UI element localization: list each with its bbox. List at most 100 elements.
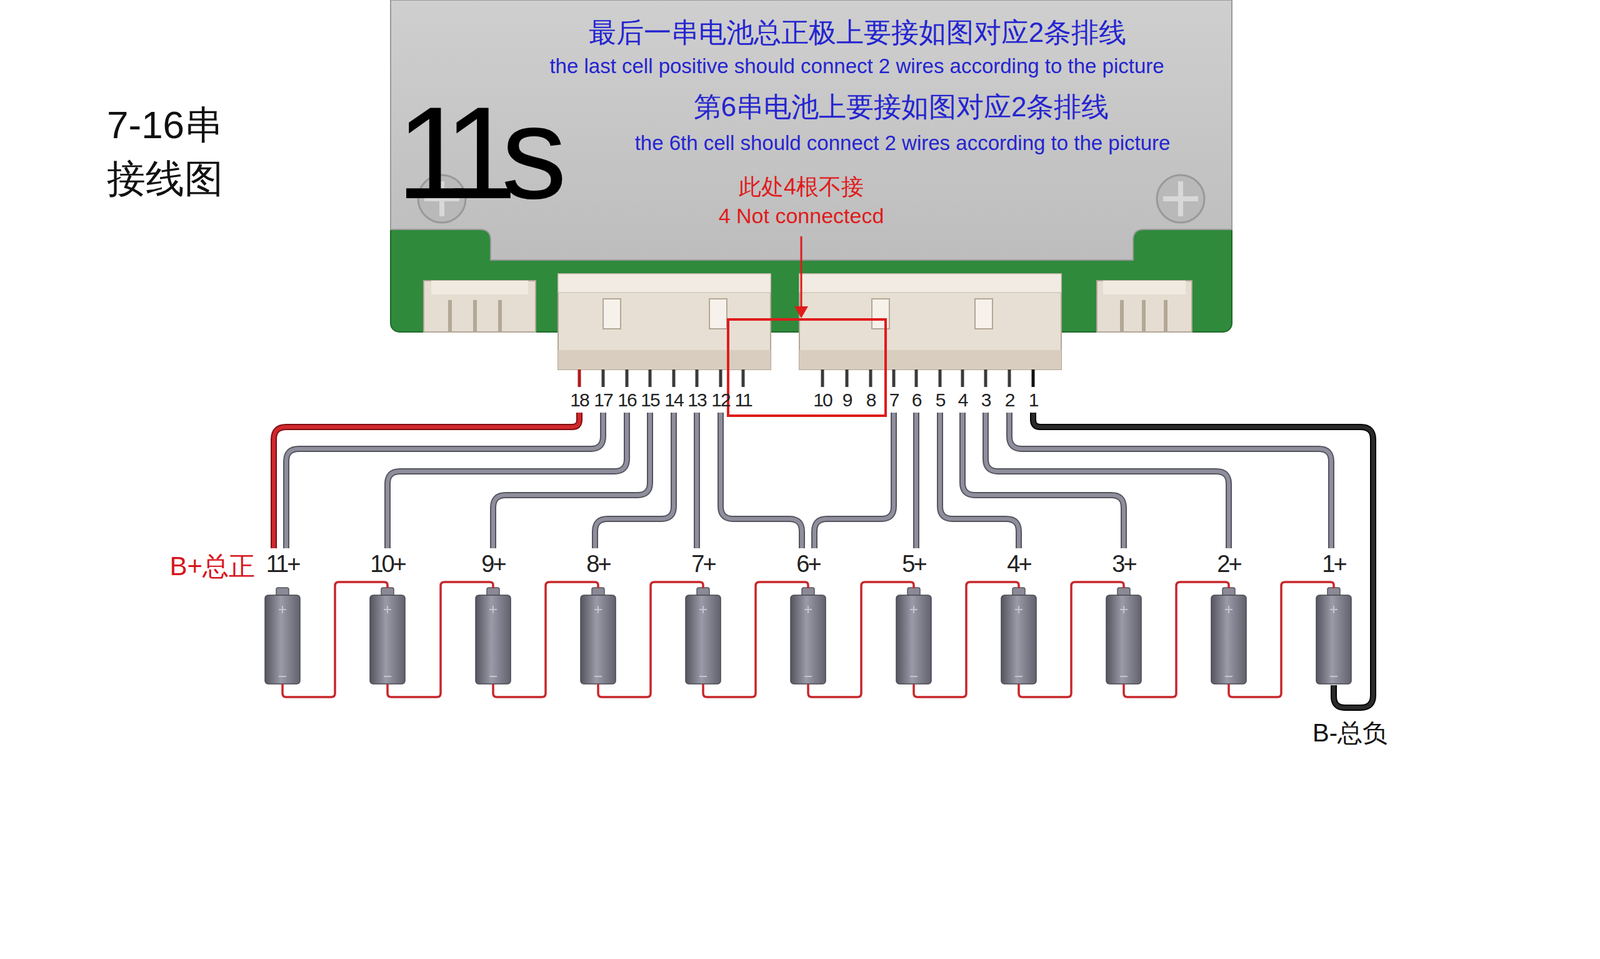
negative-wire <box>1033 412 1374 708</box>
instruction-text: 最后一串电池总正极上要接如图对应2条排线 <box>588 16 1127 49</box>
pin-stub <box>601 369 605 387</box>
pin-stub <box>1008 369 1012 387</box>
pin-stub <box>961 369 965 387</box>
wire-outline <box>693 412 700 549</box>
balance-wire <box>595 412 674 549</box>
pin-number: 9 <box>842 389 852 412</box>
pin-number: 8 <box>866 389 876 412</box>
pin-stub <box>845 369 849 387</box>
minus-mark <box>383 675 392 677</box>
plus-mark <box>1225 605 1233 614</box>
cell-body <box>790 595 826 684</box>
series-link <box>1123 581 1229 697</box>
pin-stub <box>719 369 723 387</box>
pin-number: 16 <box>617 389 636 412</box>
series-link <box>808 581 914 697</box>
minus-mark <box>1330 675 1338 677</box>
series-link <box>913 581 1019 697</box>
connector-top <box>431 280 529 295</box>
wire-outline <box>273 412 580 549</box>
plus-mark <box>594 605 602 614</box>
terminal-label: B+总正 <box>169 551 255 582</box>
series-link <box>387 581 494 697</box>
pin-number: 2 <box>1005 389 1015 412</box>
minus-mark <box>1225 675 1233 677</box>
instruction-text: the 6th cell should connect 2 wires acco… <box>635 131 1171 155</box>
plus-mark <box>278 605 287 614</box>
instruction-text: 第6串电池上要接如图对应2条排线 <box>693 91 1110 124</box>
screw-head <box>1156 175 1205 223</box>
battery-cell <box>475 587 511 684</box>
balance-wire <box>493 412 650 549</box>
cell-label: 10+ <box>370 550 405 579</box>
plus-mark <box>910 605 918 614</box>
cell-body <box>1001 595 1037 684</box>
cell-body <box>1106 595 1142 684</box>
wire-outline <box>1009 412 1332 549</box>
battery-cells <box>265 587 1352 684</box>
callout-note: 4 Not connectecd <box>718 203 885 229</box>
balance-wire <box>985 412 1229 549</box>
cell-label: 1+ <box>1321 550 1345 579</box>
balance-wires <box>273 412 1374 708</box>
balance-wire <box>695 412 699 549</box>
series-links <box>282 581 1334 697</box>
battery-cell <box>370 587 405 684</box>
connector-latch <box>603 298 621 329</box>
series-link <box>598 581 704 697</box>
series-count: 11s <box>396 87 552 219</box>
cell-label: 11+ <box>266 550 300 579</box>
series-link <box>282 581 388 697</box>
wire-outline <box>595 412 674 549</box>
battery-cell <box>1211 587 1247 684</box>
pin-stubs <box>579 369 1034 387</box>
screw-cross <box>1163 181 1199 217</box>
cell-body <box>1211 595 1247 684</box>
plus-mark <box>489 605 497 614</box>
battery-cell <box>1316 587 1352 684</box>
series-link <box>493 581 599 697</box>
battery-cell <box>790 587 826 684</box>
battery-cell <box>265 587 300 684</box>
wire-outline <box>493 412 650 549</box>
cell-label: 4+ <box>1006 550 1030 579</box>
wire-outline <box>985 412 1229 549</box>
pin-number: 13 <box>687 389 706 412</box>
pin-number: 6 <box>911 389 922 412</box>
cell-label: 7+ <box>691 550 715 579</box>
pin-stub <box>625 369 629 387</box>
main-connector <box>558 273 1062 370</box>
not-connected-box <box>728 319 886 416</box>
battery-cell <box>1001 587 1037 684</box>
series-link <box>1018 581 1124 697</box>
balance-wire <box>914 412 919 549</box>
plus-mark <box>699 605 707 614</box>
balance-wire <box>1009 412 1332 549</box>
connector-bottom <box>558 350 771 370</box>
connector-housing <box>558 273 771 370</box>
plus-mark <box>1330 605 1338 614</box>
cell-label: 5+ <box>901 550 925 579</box>
wire-outline <box>720 412 802 549</box>
balance-wire <box>273 412 580 549</box>
cell-body <box>896 595 932 684</box>
cell-label: 2+ <box>1216 550 1240 579</box>
connector-housing <box>423 280 536 332</box>
pin-number: 15 <box>640 389 659 412</box>
cell-body <box>1316 595 1352 684</box>
plus-mark <box>804 605 812 614</box>
callout-arrow <box>800 236 803 309</box>
battery-cell <box>685 587 721 684</box>
minus-mark <box>1015 675 1023 677</box>
instruction-text: the last cell positive should connect 2 … <box>549 54 1164 79</box>
battery-cell <box>580 587 616 684</box>
connector-latch <box>975 298 993 329</box>
pin-number: 10 <box>813 389 832 412</box>
cell-label: 8+ <box>586 550 610 579</box>
pin-stub <box>672 369 676 387</box>
wire-outline <box>913 412 920 549</box>
minus-mark <box>594 675 602 677</box>
pin-stub <box>915 369 919 387</box>
connector-slots <box>1121 300 1166 332</box>
pin-stub <box>1031 369 1035 387</box>
